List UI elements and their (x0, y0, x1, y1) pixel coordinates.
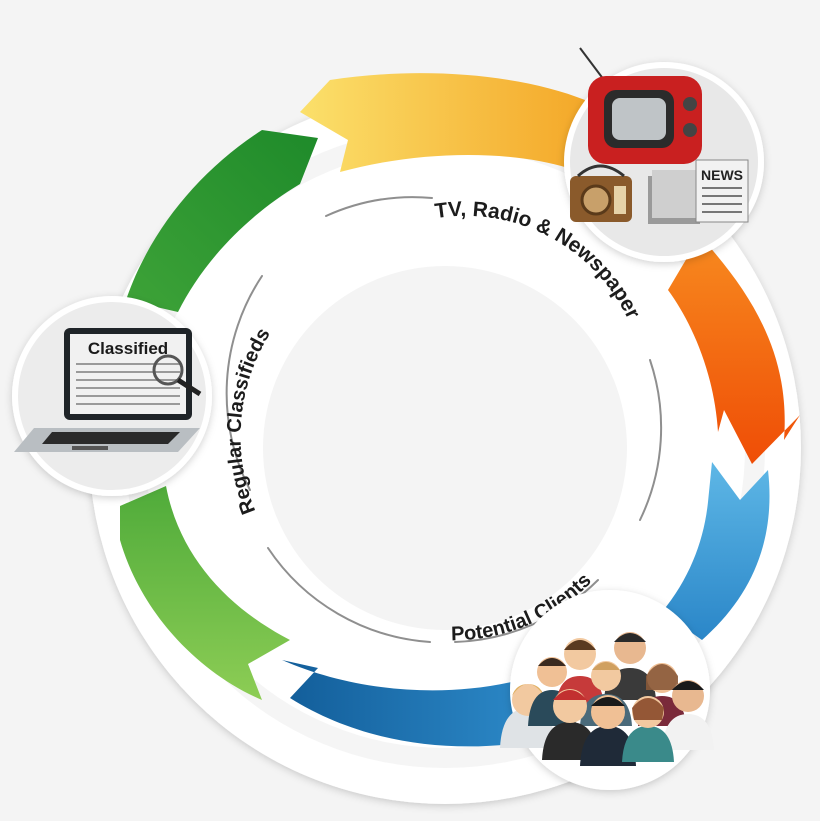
inner-circle (263, 266, 627, 630)
person-icon (662, 680, 714, 750)
arrow-yellow (300, 73, 585, 172)
arrow-blue-light (662, 462, 770, 640)
laptop-icon: Classified (12, 296, 212, 496)
tv-icon (579, 47, 702, 164)
svg-text:NEWS: NEWS (701, 167, 743, 183)
svg-text:Classified: Classified (88, 339, 168, 358)
arrow-blue-dark (282, 660, 540, 747)
radio-icon (570, 164, 632, 222)
people-group-icon (500, 590, 714, 790)
person-icon (622, 696, 674, 762)
inner-track (225, 196, 663, 643)
media-icon: NEWS (564, 47, 764, 262)
arrow-orange (668, 236, 800, 464)
person-icon (580, 695, 636, 766)
arrow-green-light (120, 486, 290, 700)
arrow-green-dark (126, 130, 318, 312)
newspaper-icon: NEWS (648, 159, 749, 224)
